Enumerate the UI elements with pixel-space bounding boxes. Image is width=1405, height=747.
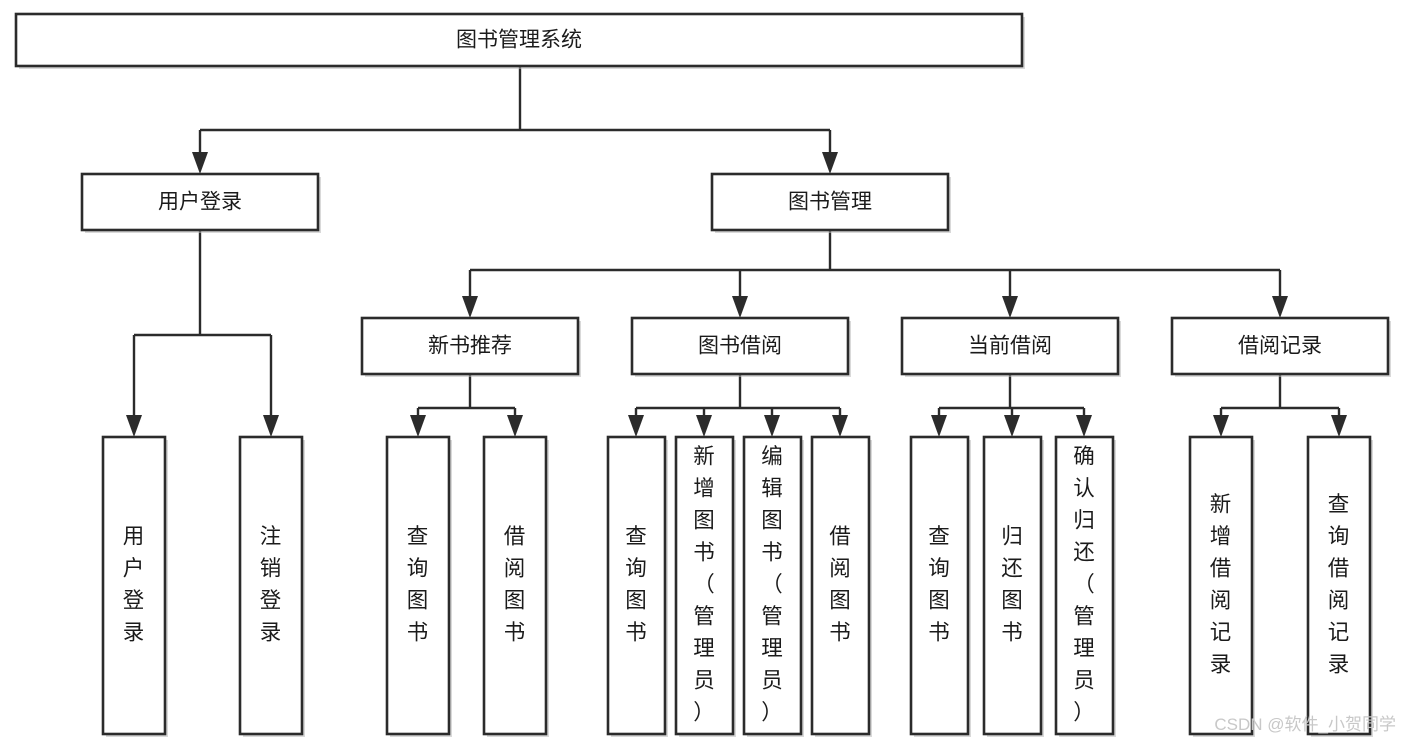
connector-recommend-to-leaves: [410, 374, 523, 437]
node-label: 查询图书: [928, 524, 951, 644]
node-label: 借阅记录: [1238, 335, 1322, 358]
node-leaf-logout[interactable]: 注销登录: [238, 435, 305, 737]
node-layer: 图书管理系统用户登录图书管理新书推荐图书借阅当前借阅借阅记录用户登录注销登录查询…: [14, 12, 1391, 737]
node-leaf-return-book[interactable]: 归还图书: [982, 435, 1044, 737]
connector-borrow-to-leaves: [628, 374, 848, 437]
node-borrow-record[interactable]: 借阅记录: [1170, 316, 1391, 377]
node-leaf-query-book-3[interactable]: 查询图书: [909, 435, 971, 737]
connector-record-to-leaves: [1213, 374, 1347, 437]
node-label: 图书管理系统: [456, 29, 582, 52]
csdn-watermark: CSDN @软件_小贺同学: [1214, 715, 1396, 734]
connector-layer: [126, 66, 1347, 437]
node-leaf-add-book[interactable]: 新增图书（管理员）: [674, 435, 736, 737]
node-leaf-confirm-return[interactable]: 确认归还（管理员）: [1054, 435, 1116, 737]
node-label: 查询借阅记录: [1328, 492, 1351, 676]
node-root[interactable]: 图书管理系统: [14, 12, 1025, 69]
node-label: 新增借阅记录: [1210, 492, 1233, 676]
node-label: 当前借阅: [968, 335, 1052, 358]
node-label: 注销登录: [260, 524, 283, 644]
connector-user-login-to-leaves: [126, 230, 279, 437]
node-label: 图书管理: [788, 191, 872, 214]
node-label: 图书借阅: [698, 335, 782, 358]
node-leaf-borrow-book-2[interactable]: 借阅图书: [810, 435, 872, 737]
node-label: 借阅图书: [504, 524, 527, 644]
node-leaf-edit-book[interactable]: 编辑图书（管理员）: [742, 435, 804, 737]
connector-book-manage-to-level2: [462, 230, 1288, 318]
node-leaf-query-record[interactable]: 查询借阅记录: [1306, 435, 1373, 737]
node-label: 查询图书: [407, 524, 430, 644]
node-leaf-query-book-2[interactable]: 查询图书: [606, 435, 668, 737]
node-label: 编辑图书（管理员）: [761, 444, 784, 724]
node-new-book-recommend[interactable]: 新书推荐: [360, 316, 581, 377]
node-label: 归还图书: [1001, 524, 1024, 644]
node-label: 借阅图书: [829, 524, 852, 644]
node-label: 新增图书（管理员）: [693, 444, 716, 724]
node-user-login[interactable]: 用户登录: [80, 172, 321, 233]
node-book-manage[interactable]: 图书管理: [710, 172, 951, 233]
node-book-borrow[interactable]: 图书借阅: [630, 316, 851, 377]
node-leaf-query-book-1[interactable]: 查询图书: [385, 435, 452, 737]
node-leaf-borrow-book-1[interactable]: 借阅图书: [482, 435, 549, 737]
node-label: 查询图书: [625, 524, 648, 644]
connector-root-to-level1: [192, 66, 838, 174]
node-label: 新书推荐: [428, 335, 512, 358]
node-label: 用户登录: [158, 191, 242, 214]
connector-current-to-leaves: [931, 374, 1092, 437]
node-label: 用户登录: [123, 524, 146, 644]
node-label: 确认归还（管理员）: [1073, 444, 1096, 724]
node-leaf-user-login[interactable]: 用户登录: [101, 435, 168, 737]
node-current-borrow[interactable]: 当前借阅: [900, 316, 1121, 377]
node-leaf-add-record[interactable]: 新增借阅记录: [1188, 435, 1255, 737]
